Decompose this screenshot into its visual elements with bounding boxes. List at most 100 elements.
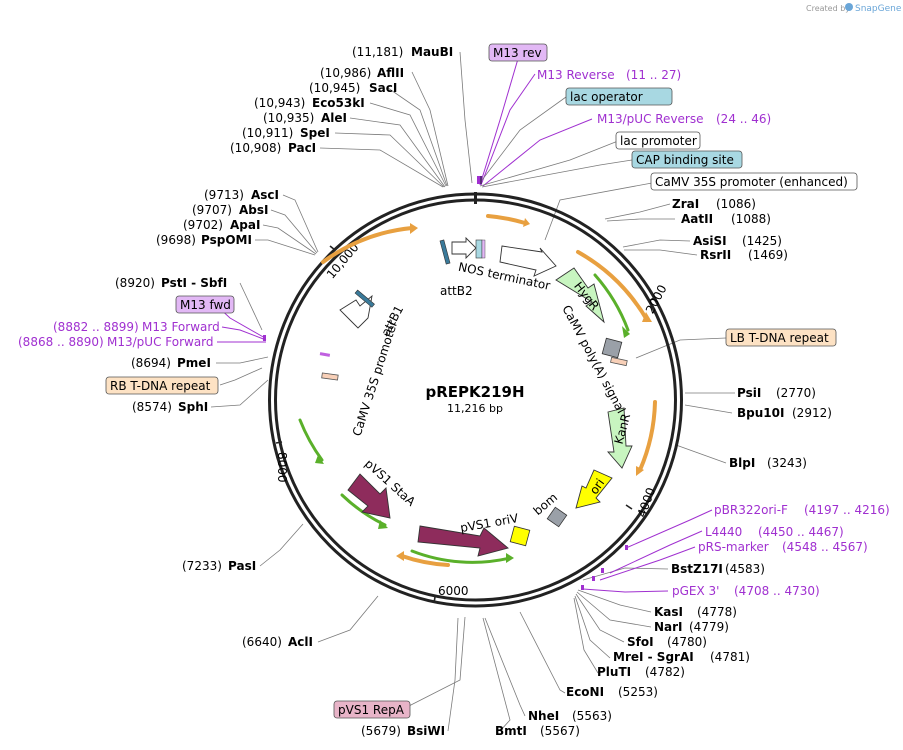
site-pspomi-pos: (9698) <box>156 233 196 247</box>
site-asisi-pos: (1425) <box>742 234 782 248</box>
site-kasi-pos: (4778) <box>697 605 737 619</box>
primer-m13-forward-range: (8882 .. 8899) <box>53 320 139 334</box>
camv-35s-enhanced-label: CaMV 35S promoter (enhanced) <box>655 175 848 189</box>
site-paci: PacI <box>288 141 316 155</box>
primer-m13-puc-reverse: M13/pUC Reverse <box>597 112 704 126</box>
primer-pbr322ori-f-range: (4197 .. 4216) <box>804 503 890 517</box>
site-blpi: BlpI <box>729 456 755 470</box>
site-psti-sbfi-pos: (8920) <box>115 276 155 290</box>
lb-tdna-repeat-label: LB T-DNA repeat <box>730 331 829 345</box>
plasmid-size: 11,216 bp <box>447 402 503 415</box>
site-pspomi: PspOMI <box>201 233 252 247</box>
site-sphi-pos: (8574) <box>132 400 172 414</box>
inner-feature-shapes <box>339 236 633 557</box>
primer-prs-marker: pRS-marker <box>698 540 769 554</box>
site-maubi: MauBI <box>411 45 453 59</box>
leaders-right <box>482 182 735 732</box>
site-aflii: AflII <box>377 66 404 80</box>
snapgene-logo-icon <box>845 3 853 11</box>
site-aflii-pos: (10,986) <box>320 66 371 80</box>
sites-right: ZraI (1086) AatII (1088) AsiSI (1425) Rs… <box>495 197 832 738</box>
site-zrai-pos: (1086) <box>716 197 756 211</box>
primer-labels: M13 Reverse (11 .. 27) M13/pUC Reverse (… <box>18 68 890 598</box>
site-nhei-pos: (5563) <box>572 709 612 723</box>
site-econi-pos: (5253) <box>618 685 658 699</box>
site-asci: AscI <box>251 188 279 202</box>
site-sphi: SphI <box>178 400 208 414</box>
pvs1-oriv-label: pVS1 oriV <box>459 511 520 535</box>
attb1-label: attB1 <box>379 303 407 338</box>
credit-text: Created by <box>806 4 850 13</box>
ring-marks <box>263 176 628 590</box>
tick-label-10000: 10,000 <box>324 240 362 281</box>
site-pmei: PmeI <box>177 356 211 370</box>
primer-m13-forward: M13 Forward <box>142 320 220 334</box>
site-eco53ki: Eco53kI <box>312 96 365 110</box>
primer-m13-reverse: M13 Reverse <box>537 68 615 82</box>
site-rsrii-pos: (1469) <box>748 248 788 262</box>
primer-m13-reverse-range: (11 .. 27) <box>626 68 681 82</box>
site-bmti-pos: (5567) <box>540 724 580 738</box>
site-psii-pos: (2770) <box>776 386 816 400</box>
site-bmti: BmtI <box>495 724 527 738</box>
site-acli: AclI <box>288 635 313 649</box>
site-nari: NarI <box>654 620 683 634</box>
site-absi-pos: (9707) <box>192 203 232 217</box>
site-sfoi-pos: (4780) <box>667 635 707 649</box>
site-bpu10i: Bpu10I <box>737 406 784 420</box>
site-sfoi: SfoI <box>627 635 654 649</box>
site-apai: ApaI <box>230 218 260 232</box>
cap-binding-site-label: CAP binding site <box>636 153 734 167</box>
m13-rev-box-label: M13 rev <box>493 46 542 60</box>
site-zrai: ZraI <box>672 197 699 211</box>
camv-35s-promoter-label: CaMV 35S promoter <box>350 319 401 438</box>
primer-l4440: L4440 <box>705 525 742 539</box>
credit-brand: SnapGene <box>855 4 902 14</box>
site-eco53ki-pos: (10,943) <box>254 96 305 110</box>
pvs1-repa-label: pVS1 RepA <box>338 703 405 717</box>
site-alei: AleI <box>321 111 347 125</box>
site-asisi: AsiSI <box>693 234 727 248</box>
site-rsrii: RsrII <box>700 248 731 262</box>
primer-l4440-range: (4450 .. 4467) <box>758 525 844 539</box>
sites-left: (11,181) MauBI (10,986) AflII (10,945) S… <box>115 45 453 738</box>
primer-prs-marker-range: (4548 .. 4567) <box>782 540 868 554</box>
site-psti-sbfi: PstI - SbfI <box>161 276 227 290</box>
site-bsiwi: BsiWI <box>407 724 445 738</box>
site-absi: AbsI <box>239 203 268 217</box>
site-aatii: AatII <box>681 212 713 226</box>
site-econi: EcoNI <box>566 685 604 699</box>
site-mrei-sgrai: MreI - SgrAI <box>613 650 694 664</box>
site-pasi-pos: (7233) <box>182 559 222 573</box>
site-asci-pos: (9713) <box>204 188 244 202</box>
primer-pgex3-range: (4708 .. 4730) <box>734 584 820 598</box>
primer-pbr322ori-f: pBR322ori-F <box>714 503 788 517</box>
site-spei: SpeI <box>300 126 330 140</box>
orf-arrowheads <box>315 218 652 563</box>
site-nhei: NheI <box>528 709 559 723</box>
site-psii: PsiI <box>737 386 761 400</box>
leaders-primers <box>215 51 713 593</box>
primer-m13-puc-forward-range: (8868 .. 8890) <box>18 335 104 349</box>
site-blpi-pos: (3243) <box>767 456 807 470</box>
site-nari-pos: (4779) <box>689 620 729 634</box>
primer-m13-puc-forward: M13/pUC Forward <box>107 335 214 349</box>
lac-operator-label: lac operator <box>570 90 643 104</box>
plasmid-name: pREPK219H <box>425 383 524 401</box>
site-pasi: PasI <box>228 559 256 573</box>
leaders-left <box>210 51 473 732</box>
site-bstz17i-pos: (4583) <box>725 562 765 576</box>
site-paci-pos: (10,908) <box>230 141 281 155</box>
site-kasi: KasI <box>654 605 683 619</box>
site-bsiwi-pos: (5679) <box>361 724 401 738</box>
site-saci: SacI <box>369 81 397 95</box>
tick-label-6000: 6000 <box>438 584 469 598</box>
site-pmei-pos: (8694) <box>131 356 171 370</box>
site-alei-pos: (10,935) <box>263 111 314 125</box>
site-mrei-sgrai-pos: (4781) <box>710 650 750 664</box>
primer-pgex3: pGEX 3' <box>672 584 719 598</box>
site-bpu10i-pos: (2912) <box>792 406 832 420</box>
site-saci-pos: (10,945) <box>309 81 360 95</box>
lac-promoter-label: lac promoter <box>620 134 697 148</box>
